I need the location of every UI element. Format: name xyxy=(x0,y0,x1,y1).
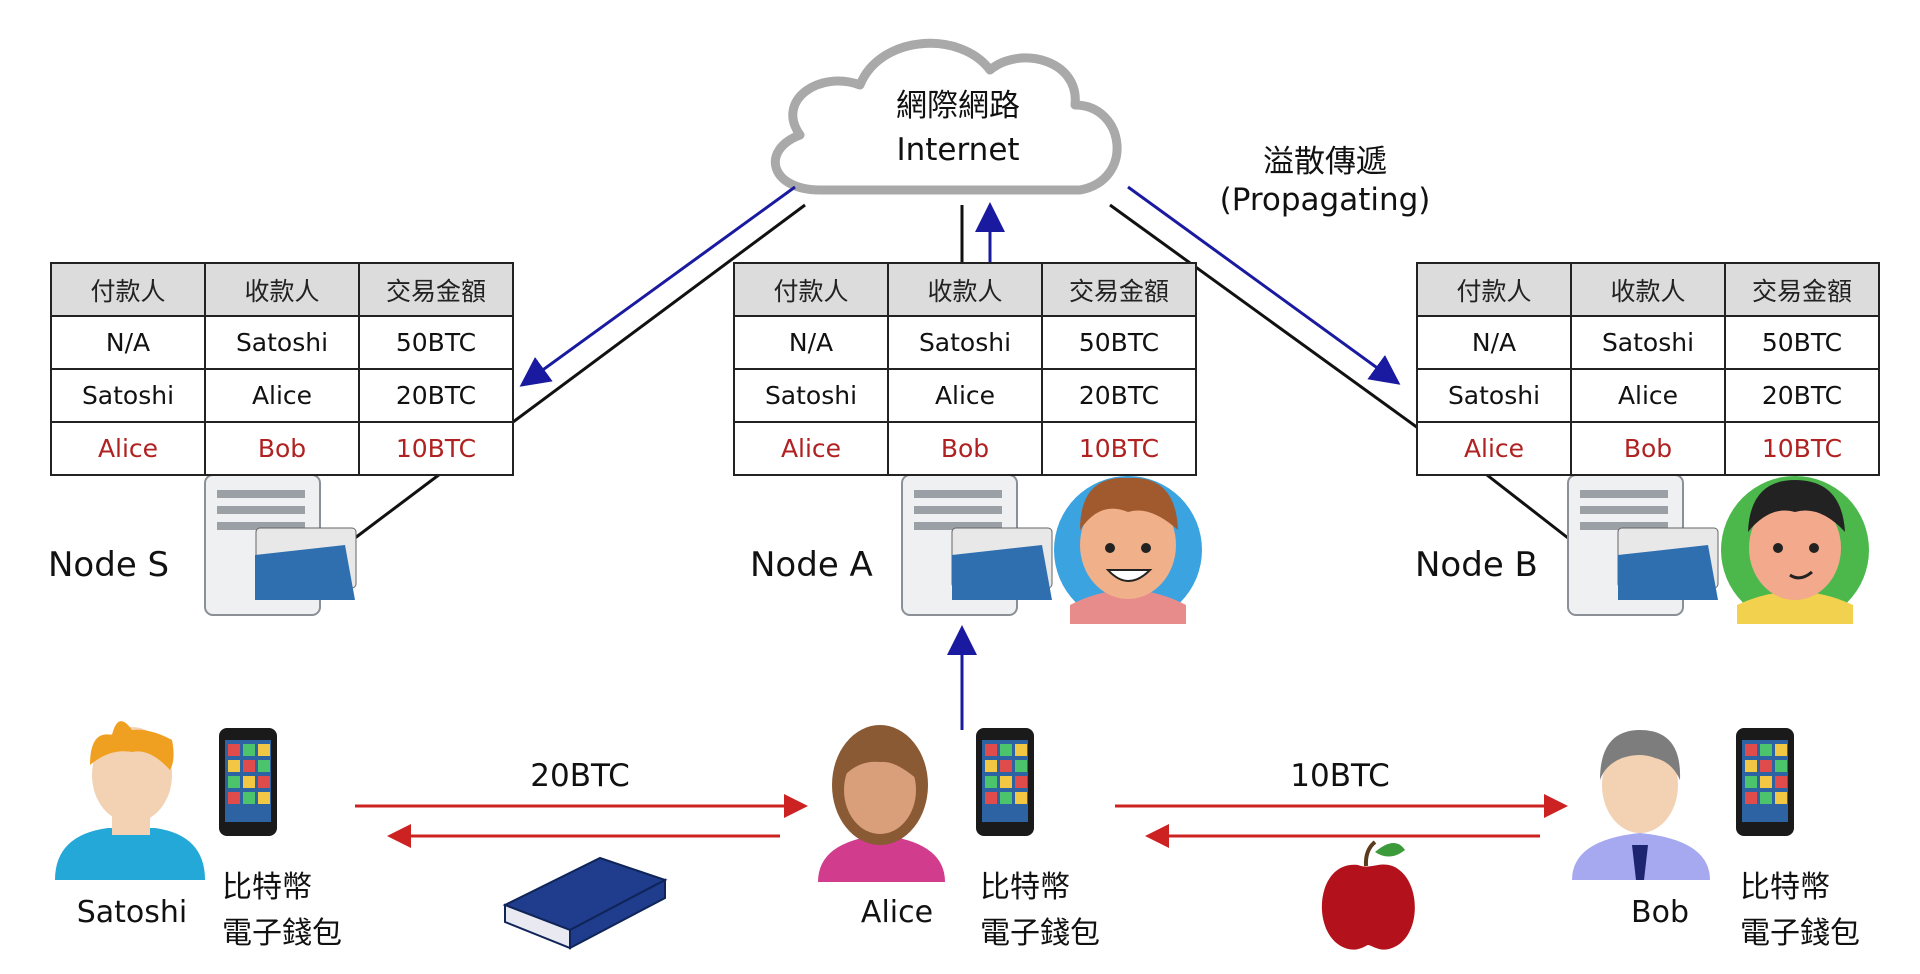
ledger-header-amount: 交易金額 xyxy=(1724,262,1880,317)
ledger-cell: Bob xyxy=(887,421,1043,476)
node-b-label: Node B xyxy=(1415,545,1538,585)
propagation-arrows xyxy=(519,185,1401,730)
satoshi-avatar-icon xyxy=(55,721,205,880)
phone-wallet-icon xyxy=(976,728,1034,836)
internet-label-zh: 網際網路 xyxy=(896,88,1020,124)
ledger-header-payee: 收款人 xyxy=(887,262,1043,317)
ledger-cell: N/A xyxy=(733,315,889,370)
user-name-bob: Bob xyxy=(1631,895,1689,930)
table-row: N/A Satoshi 50BTC xyxy=(50,315,514,370)
ledger-cell: Bob xyxy=(204,421,360,476)
wallet-label-line1: 比特幣 xyxy=(980,870,1070,905)
table-row-new: Alice Bob 10BTC xyxy=(50,421,514,476)
ledger-cell: N/A xyxy=(1416,315,1572,370)
ledger-cell: Bob xyxy=(1570,421,1726,476)
user-name-satoshi: Satoshi xyxy=(76,895,188,930)
book-icon xyxy=(502,856,668,950)
ledger-table-node-b: 付款人 收款人 交易金額 N/A Satoshi 50BTC Satoshi A… xyxy=(1416,262,1880,476)
ledger-cell: 50BTC xyxy=(1041,315,1197,370)
ledger-cell: Satoshi xyxy=(1416,368,1572,423)
propagating-label-en: (Propagating) xyxy=(1219,182,1431,218)
wallet-label-line1: 比特幣 xyxy=(222,870,312,905)
ledger-cell: Alice xyxy=(50,421,206,476)
ledger-cell: 50BTC xyxy=(358,315,514,370)
bob-avatar-icon xyxy=(1572,730,1710,880)
ledger-cell: Alice xyxy=(1570,368,1726,423)
bob-node-avatar-icon xyxy=(1721,476,1869,624)
wallet-label-line1: 比特幣 xyxy=(1740,870,1830,905)
phone-wallet-icon xyxy=(1736,728,1794,836)
ledger-cell: 50BTC xyxy=(1724,315,1880,370)
table-row: Satoshi Alice 20BTC xyxy=(1416,368,1880,423)
wallet-label-line2: 電子錢包 xyxy=(1740,916,1860,951)
ledger-header-payee: 收款人 xyxy=(1570,262,1726,317)
ledger-cell: 20BTC xyxy=(1724,368,1880,423)
table-row-new: Alice Bob 10BTC xyxy=(1416,421,1880,476)
alice-node-avatar-icon xyxy=(1054,476,1202,624)
ledger-header-payer: 付款人 xyxy=(50,262,206,317)
ledger-cell: 20BTC xyxy=(358,368,514,423)
alice-avatar-icon xyxy=(818,725,945,882)
ledger-cell: Satoshi xyxy=(733,368,889,423)
table-row: Satoshi Alice 20BTC xyxy=(50,368,514,423)
server-icon xyxy=(901,474,1053,616)
ledger-cell: Satoshi xyxy=(50,368,206,423)
ledger-header-amount: 交易金額 xyxy=(1041,262,1197,317)
phone-wallet-icon xyxy=(219,728,277,836)
ledger-cell: Alice xyxy=(733,421,889,476)
ledger-header-payee: 收款人 xyxy=(204,262,360,317)
ledger-cell: Alice xyxy=(204,368,360,423)
ledger-cell: N/A xyxy=(50,315,206,370)
ledger-cell: Alice xyxy=(1416,421,1572,476)
wallet-label-line2: 電子錢包 xyxy=(222,916,342,951)
ledger-cell: 10BTC xyxy=(358,421,514,476)
table-row-new: Alice Bob 10BTC xyxy=(733,421,1197,476)
server-icon xyxy=(1567,474,1719,616)
ledger-cell: 20BTC xyxy=(1041,368,1197,423)
ledger-cell: Alice xyxy=(887,368,1043,423)
network-links xyxy=(354,203,1569,540)
ledger-cell: Satoshi xyxy=(1570,315,1726,370)
ledger-cell: 10BTC xyxy=(1724,421,1880,476)
ledger-cell: Satoshi xyxy=(887,315,1043,370)
transfer-amount-2: 10BTC xyxy=(1290,758,1390,794)
ledger-header-amount: 交易金額 xyxy=(358,262,514,317)
apple-icon xyxy=(1321,840,1415,950)
table-row: Satoshi Alice 20BTC xyxy=(733,368,1197,423)
ledger-header-payer: 付款人 xyxy=(1416,262,1572,317)
ledger-cell: Satoshi xyxy=(204,315,360,370)
transfer-amount-1: 20BTC xyxy=(530,758,630,794)
ledger-table-node-a: 付款人 收款人 交易金額 N/A Satoshi 50BTC Satoshi A… xyxy=(733,262,1197,476)
internet-cloud-icon xyxy=(770,38,1122,195)
table-row: N/A Satoshi 50BTC xyxy=(1416,315,1880,370)
ledger-table-node-s: 付款人 收款人 交易金額 N/A Satoshi 50BTC Satoshi A… xyxy=(50,262,514,476)
server-icon xyxy=(204,474,357,616)
table-row: N/A Satoshi 50BTC xyxy=(733,315,1197,370)
transfer-arrows xyxy=(355,794,1568,848)
internet-label-en: Internet xyxy=(896,132,1020,168)
ledger-cell: 10BTC xyxy=(1041,421,1197,476)
user-name-alice: Alice xyxy=(860,895,934,930)
node-a-label: Node A xyxy=(750,545,873,585)
node-s-label: Node S xyxy=(48,545,170,585)
propagating-label-zh: 溢散傳遞 xyxy=(1263,144,1387,180)
ledger-header-payer: 付款人 xyxy=(733,262,889,317)
wallet-label-line2: 電子錢包 xyxy=(980,916,1100,951)
